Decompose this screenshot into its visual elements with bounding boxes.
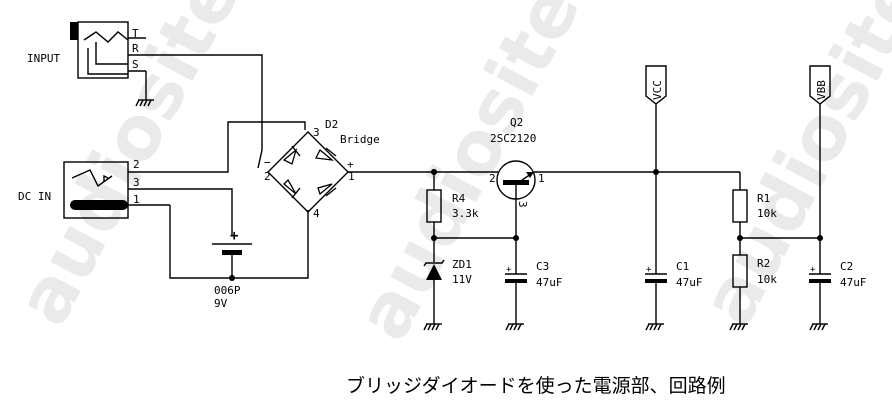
input-jack: INPUT T R S <box>27 21 146 79</box>
wire-input-ring <box>146 54 263 169</box>
ground-symbol-input <box>135 99 154 107</box>
zd1-ref: ZD1 <box>452 258 472 271</box>
bridge-plus: + <box>347 158 354 171</box>
c3-plus: + <box>506 265 512 275</box>
vcc-flag: VCC <box>645 65 667 105</box>
r4-value: 3.3k <box>452 207 479 220</box>
c1-ref: C1 <box>676 260 689 273</box>
c1-plus: + <box>646 265 652 275</box>
q2-pin-1: 1 <box>538 172 545 185</box>
q2-emitter-arrow <box>526 172 534 178</box>
bridge-rectifier-d2: D2 Bridge 1 2 3 4 + − <box>264 118 380 220</box>
c1-value: 47uF <box>676 276 703 289</box>
input-jack-plug <box>70 22 78 40</box>
c2-plate-bottom <box>809 279 831 283</box>
zd1-triangle <box>426 264 442 280</box>
dc-pin-2: 2 <box>133 158 140 171</box>
q2-pin-2: 2 <box>489 172 496 185</box>
c3-plate-bottom <box>505 279 527 283</box>
dc-pin-3: 3 <box>133 176 140 189</box>
dc-jack-spring <box>71 169 113 188</box>
battery-name: 006P <box>214 284 241 297</box>
vbb-flag-shape <box>809 65 831 105</box>
input-jack-ring-contact <box>95 42 128 65</box>
q2-part: 2SC2120 <box>490 132 536 145</box>
dc-pin-1: 1 <box>133 193 140 206</box>
resistor-r4: R4 3.3k <box>426 189 479 223</box>
vbb-flag: VBB <box>809 65 831 105</box>
bridge-minus: − <box>264 156 271 169</box>
vcc-flag-shape <box>645 65 667 105</box>
ground-symbol-zd1 <box>423 323 442 331</box>
zd1-value: 11V <box>452 273 472 286</box>
bridge-ref: D2 <box>325 118 338 131</box>
input-jack-label: INPUT <box>27 52 60 65</box>
c3-value: 47uF <box>536 276 563 289</box>
dc-jack: DC IN 2 3 1 <box>18 158 170 219</box>
c3-ref: C3 <box>536 260 549 273</box>
bridge-pin-4: 4 <box>313 207 320 220</box>
dc-jack-arrow <box>103 174 109 182</box>
junction-vbb <box>817 235 823 241</box>
bridge-pin-1: 1 <box>348 170 355 183</box>
input-pin-t: T <box>132 27 139 40</box>
c2-value: 47uF <box>840 276 867 289</box>
capacitor-c3: + C3 47uF <box>505 260 563 289</box>
wire-dc-pin1-bottom <box>169 205 309 279</box>
ground-symbol-c3 <box>505 323 524 331</box>
zd1-bar <box>423 259 445 267</box>
bridge-diode-ur <box>315 147 337 161</box>
dc-jack-label: DC IN <box>18 190 51 203</box>
q2-base-bar <box>503 180 529 185</box>
r2-ref: R2 <box>757 257 770 270</box>
zener-zd1: ZD1 11V <box>423 258 472 286</box>
r1-ref: R1 <box>757 192 770 205</box>
battery-006p: + 006P 9V <box>212 228 252 310</box>
vbb-label: VBB <box>815 80 828 100</box>
bridge-diode-ul <box>282 145 301 165</box>
r1-value: 10k <box>757 207 777 220</box>
bridge-diode-ll <box>283 178 301 199</box>
ground-symbol-r2 <box>729 323 748 331</box>
resistor-r1: R1 10k <box>732 189 777 223</box>
input-jack-body <box>77 21 129 79</box>
junction-battery <box>229 275 235 281</box>
ground-symbol-c1 <box>645 323 664 331</box>
transistor-q2: Q2 2SC2120 2 1 3 <box>489 116 545 208</box>
input-pin-r: R <box>132 42 139 55</box>
bridge-name: Bridge <box>340 133 380 146</box>
c1-plate-bottom <box>645 279 667 283</box>
bridge-diamond <box>267 131 349 213</box>
battery-plus-sign: + <box>230 228 238 244</box>
input-pin-s: S <box>132 58 139 71</box>
capacitor-c1: + C1 47uF <box>645 260 703 289</box>
caption: ブリッジダイオードを使った電源部、回路例 <box>346 374 726 397</box>
c2-plus: + <box>810 265 816 275</box>
svg-text:audiosite.jp: audiosite.jp <box>0 0 307 338</box>
battery-plate-short <box>222 250 242 255</box>
q2-pin-3: 3 <box>516 201 529 208</box>
bridge-pin-3: 3 <box>313 126 320 139</box>
junction-vcc <box>653 169 659 175</box>
dc-jack-pin <box>70 200 128 210</box>
c2-ref: C2 <box>840 260 853 273</box>
wire-dc-pin3-battery <box>150 188 233 236</box>
wire-dc-pin2-top <box>150 121 306 173</box>
input-jack-tip-spring <box>83 31 129 43</box>
ground-symbol-c2 <box>809 323 828 331</box>
capacitor-c2: + C2 47uF <box>809 260 867 289</box>
input-jack-sleeve-contact <box>87 48 128 75</box>
dc-jack-body <box>63 161 129 219</box>
bridge-diode-lr <box>317 183 337 197</box>
r4-ref: R4 <box>452 192 466 205</box>
q2-ref: Q2 <box>510 116 523 129</box>
bridge-pin-2: 2 <box>264 170 271 183</box>
battery-value: 9V <box>214 297 228 310</box>
junction-q2-base <box>513 235 519 241</box>
vcc-label: VCC <box>651 80 664 100</box>
r2-value: 10k <box>757 273 777 286</box>
